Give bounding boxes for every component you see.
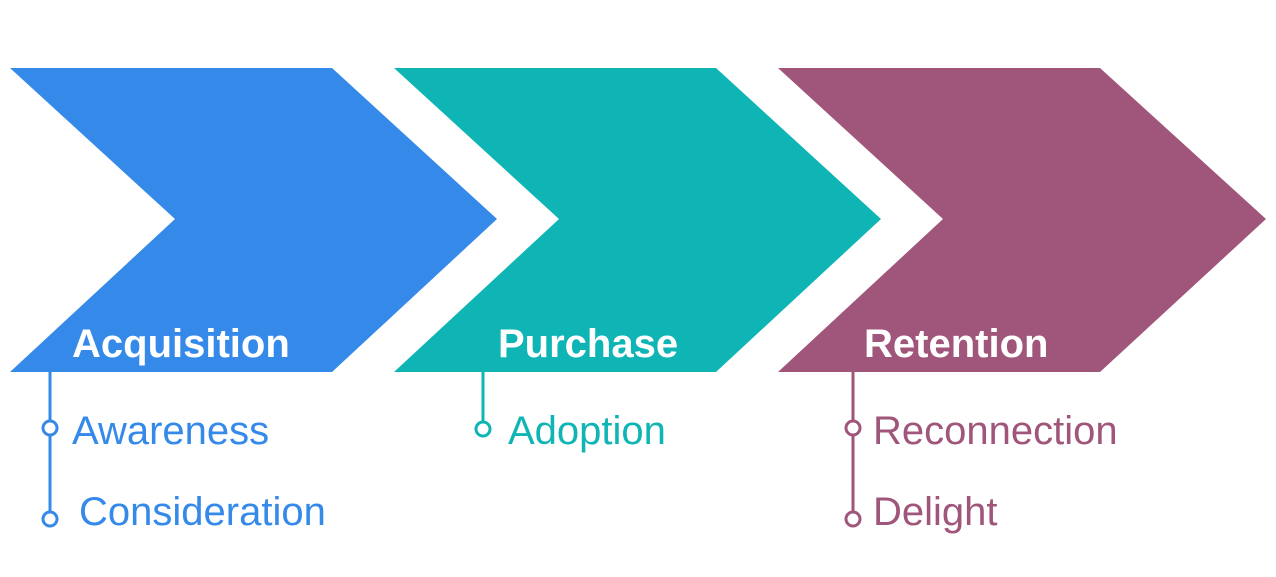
stage-retention-chevron (778, 68, 1266, 372)
stage-retention-item-1-node (844, 419, 862, 437)
stage-acquisition-item-1-label: Awareness (72, 409, 269, 453)
stage-acquisition-item-2-label: Consideration (79, 490, 326, 534)
stage-acquisition-chevron (10, 68, 497, 372)
stage-purchase-item-1-node (474, 420, 492, 438)
stage-purchase-item-1-label: Adoption (508, 409, 666, 453)
stage-acquisition-title: Acquisition (72, 322, 290, 366)
stage-retention-item-1-label: Reconnection (873, 409, 1118, 453)
stage-purchase: Purchase Adoption (394, 68, 881, 453)
stage-retention: Retention Reconnection Delight (778, 68, 1266, 534)
stage-retention-item-2-label: Delight (873, 490, 998, 534)
stage-retention-title: Retention (864, 322, 1048, 366)
stage-purchase-chevron (394, 68, 881, 372)
stage-purchase-title: Purchase (498, 322, 678, 366)
stage-acquisition-item-1-node (41, 419, 59, 437)
stage-acquisition: Acquisition Awareness Consideration (10, 68, 497, 534)
stage-retention-item-2-node (844, 510, 862, 528)
stage-acquisition-item-2-node (41, 510, 59, 528)
